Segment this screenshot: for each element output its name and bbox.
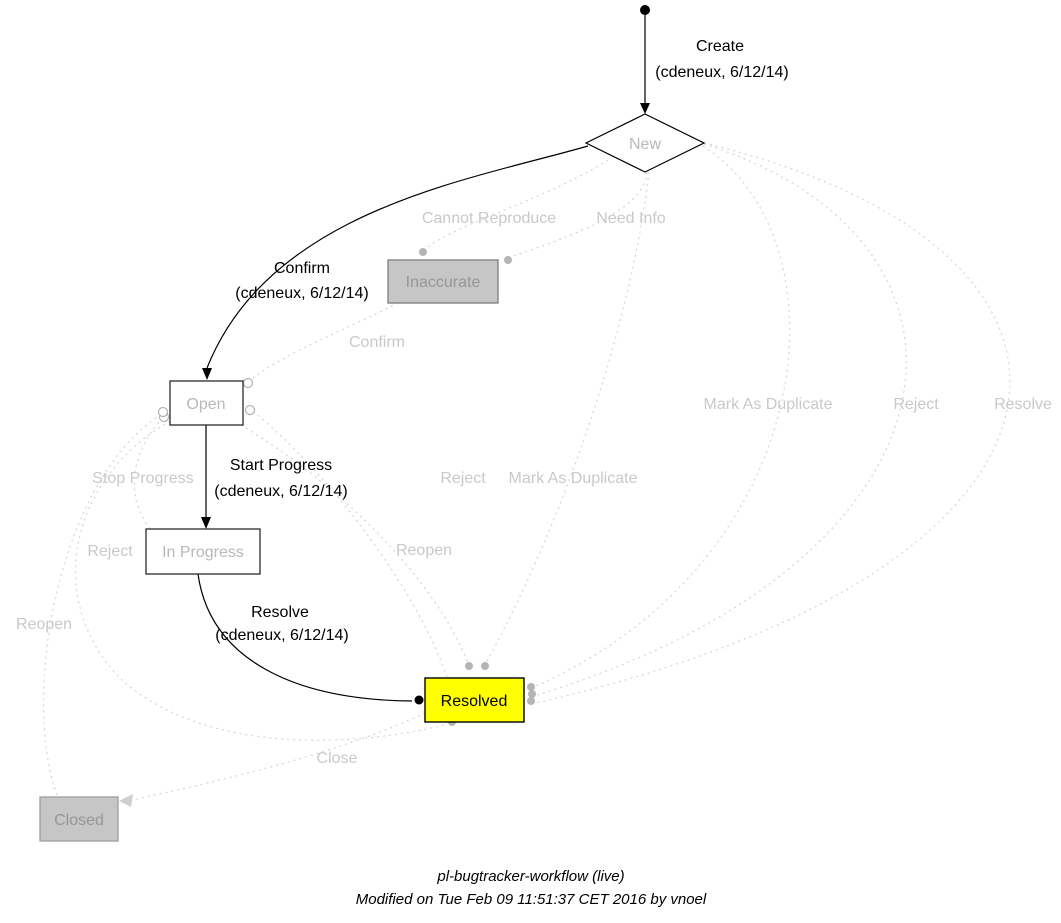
close-arrowhead-icon bbox=[119, 794, 133, 807]
edge-label-reject-mid: Reject bbox=[440, 470, 486, 487]
edge-need-info bbox=[510, 171, 648, 258]
edge-label-create-detail: (cdeneux, 6/12/14) bbox=[655, 64, 788, 81]
active-edge-labels: Create (cdeneux, 6/12/14) Confirm (cdene… bbox=[214, 38, 788, 644]
edge-end-ring bbox=[244, 404, 256, 416]
edge-label-reopen-mid: Reopen bbox=[396, 542, 452, 559]
edge-label-confirm-inactive: Confirm bbox=[349, 334, 405, 351]
inactive-edge-labels: Cannot Reproduce Need Info Confirm Mark … bbox=[16, 210, 1052, 767]
edge-label-reject-left: Reject bbox=[87, 543, 133, 560]
inaccurate-box-shape[interactable] bbox=[387, 259, 499, 304]
edge-end-dot bbox=[465, 662, 473, 670]
active-edges bbox=[197, 15, 650, 705]
edge-label-mark-as-duplicate-right: Mark As Duplicate bbox=[704, 396, 833, 413]
node-label-closed: Closed bbox=[54, 812, 104, 829]
node-inaccurate[interactable]: Inaccurate bbox=[387, 259, 499, 304]
start-progress-arrowhead-icon bbox=[201, 517, 211, 529]
initial-state-node[interactable] bbox=[640, 5, 650, 15]
edge-label-confirm: Confirm bbox=[274, 260, 330, 277]
edge-mark-as-duplicate-from-new bbox=[535, 145, 791, 687]
open-box-shape[interactable] bbox=[169, 380, 244, 426]
node-label-resolved: Resolved bbox=[441, 693, 508, 710]
node-open[interactable]: Open bbox=[169, 380, 244, 426]
edge-cannot-reproduce bbox=[424, 159, 609, 250]
edge-end-dot bbox=[528, 690, 536, 698]
edge-reject-from-new bbox=[536, 143, 907, 696]
confirm-arrowhead-icon bbox=[202, 368, 212, 380]
edge-label-cannot-reproduce: Cannot Reproduce bbox=[422, 210, 556, 227]
resolve-end-dot bbox=[414, 695, 424, 705]
in-progress-box-shape[interactable] bbox=[145, 528, 261, 575]
node-new[interactable]: New bbox=[584, 113, 706, 173]
edge-label-stop-progress: Stop Progress bbox=[92, 470, 193, 487]
node-label-in-progress: In Progress bbox=[162, 544, 244, 561]
footer: pl-bugtracker-workflow (live) Modified o… bbox=[356, 868, 707, 908]
closed-box-shape[interactable] bbox=[39, 796, 119, 842]
edge-mark-as-duplicate-from-open bbox=[485, 171, 650, 664]
node-resolved[interactable]: Resolved bbox=[424, 677, 525, 723]
create-arrowhead-icon bbox=[640, 103, 650, 114]
edge-end-ring bbox=[157, 406, 169, 418]
edge-label-resolve-right: Resolve bbox=[994, 396, 1052, 413]
edge-end-dot bbox=[504, 256, 512, 264]
edge-stop-progress bbox=[133, 419, 162, 530]
edge-end-dot bbox=[527, 683, 535, 691]
workflow-title: pl-bugtracker-workflow (live) bbox=[436, 868, 624, 885]
new-diamond-shape[interactable] bbox=[584, 113, 706, 173]
edge-label-resolve: Resolve bbox=[251, 604, 309, 621]
edge-label-start-progress: Start Progress bbox=[230, 457, 332, 474]
edge-label-confirm-detail: (cdeneux, 6/12/14) bbox=[235, 285, 368, 302]
edge-label-resolve-detail: (cdeneux, 6/12/14) bbox=[215, 627, 348, 644]
edge-reopen-from-closed bbox=[43, 414, 161, 796]
edge-label-reopen-left: Reopen bbox=[16, 616, 72, 633]
edge-reject-from-in-progress bbox=[75, 420, 449, 741]
node-label-new: New bbox=[629, 136, 661, 153]
edge-confirm bbox=[206, 145, 589, 369]
edge-label-start-progress-detail: (cdeneux, 6/12/14) bbox=[214, 483, 347, 500]
edge-reject-from-open bbox=[240, 424, 469, 664]
edge-label-reject-right: Reject bbox=[893, 396, 939, 413]
edge-resolve-from-new bbox=[535, 142, 1011, 704]
node-label-inaccurate: Inaccurate bbox=[406, 274, 481, 291]
edge-close bbox=[131, 712, 426, 801]
edge-label-create: Create bbox=[696, 38, 744, 55]
node-in-progress[interactable]: In Progress bbox=[145, 528, 261, 575]
edge-end-dot bbox=[419, 248, 427, 256]
node-closed[interactable]: Closed bbox=[39, 796, 119, 842]
resolved-box-shape[interactable] bbox=[424, 677, 525, 723]
node-label-open: Open bbox=[186, 396, 225, 413]
workflow-modified-info: Modified on Tue Feb 09 11:51:37 CET 2016… bbox=[356, 891, 707, 908]
edge-end-dot bbox=[481, 662, 489, 670]
edge-label-need-info: Need Info bbox=[596, 210, 665, 227]
inactive-edges bbox=[43, 142, 1011, 807]
edge-label-mark-as-duplicate-mid: Mark As Duplicate bbox=[509, 470, 638, 487]
edge-resolve bbox=[197, 573, 413, 702]
edge-end-ring bbox=[242, 377, 254, 389]
edge-label-close: Close bbox=[317, 750, 358, 767]
edge-end-dot bbox=[527, 697, 535, 705]
